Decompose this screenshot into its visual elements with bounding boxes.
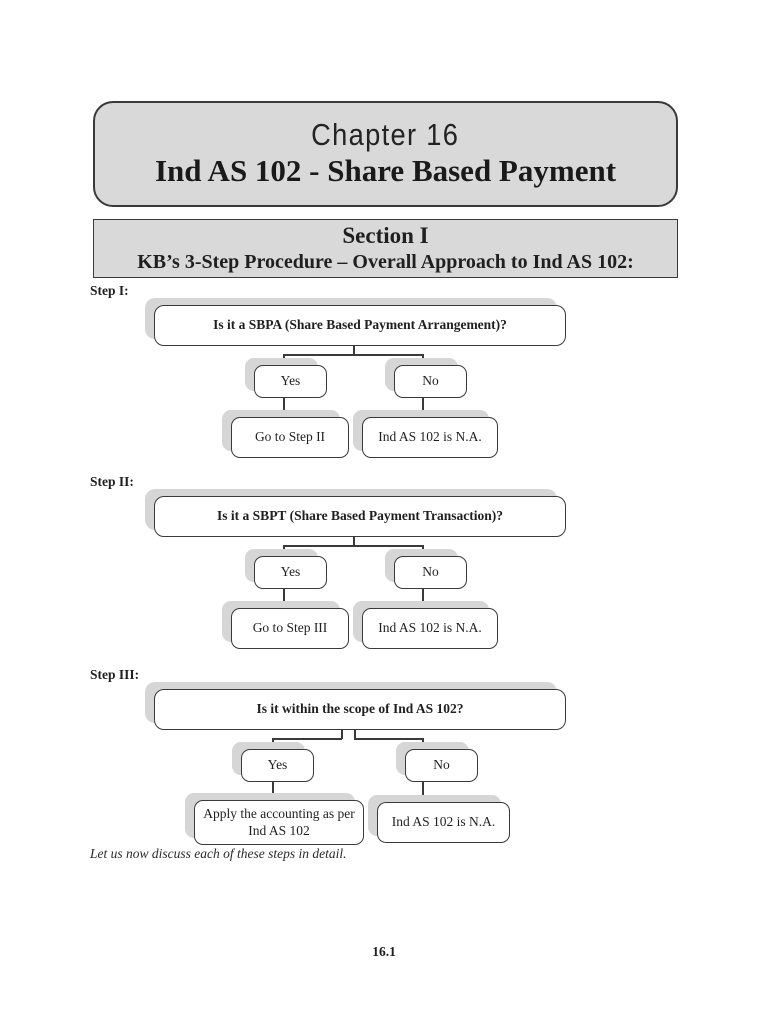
connector-line xyxy=(283,354,285,366)
step-2-label: Step II: xyxy=(90,474,134,489)
step-1-no-result-box: Ind AS 102 is N.A. xyxy=(362,417,498,458)
step-3-yes-box: Yes xyxy=(241,749,314,782)
chapter-number: Chapter 16 xyxy=(311,117,460,153)
connector-line xyxy=(422,738,424,750)
step-2-no-result-box: Ind AS 102 is N.A. xyxy=(362,608,498,649)
connector-line xyxy=(283,398,285,418)
connector-line xyxy=(272,782,274,802)
connector-line xyxy=(422,782,424,802)
chapter-header-box: Chapter 16 Ind AS 102 - Share Based Paym… xyxy=(93,101,678,207)
step-2-question-box: Is it a SBPT (Share Based Payment Transa… xyxy=(154,496,566,537)
connector-line xyxy=(272,738,274,750)
chapter-title: Ind AS 102 - Share Based Payment xyxy=(154,153,617,189)
section-header-box: Section I KB’s 3-Step Procedure – Overal… xyxy=(93,219,678,278)
connector-line xyxy=(353,346,355,355)
step-1-yes-result-box: Go to Step II xyxy=(231,417,349,458)
connector-line xyxy=(283,354,424,356)
connector-line xyxy=(283,545,424,547)
step-3-label: Step III: xyxy=(90,667,140,682)
step-1-label: Step I: xyxy=(90,283,129,298)
step-2-yes-box: Yes xyxy=(254,556,327,589)
closing-note: Let us now discuss each of these steps i… xyxy=(90,846,347,861)
connector-line xyxy=(354,730,356,739)
step-1-no-box: No xyxy=(394,365,467,398)
connector-line xyxy=(353,537,355,546)
step-3-flowchart: Step III: Is it within the scope of Ind … xyxy=(0,666,768,848)
page-number: 16.1 xyxy=(372,944,396,959)
connector-line xyxy=(341,730,343,739)
step-2-yes-result-box: Go to Step III xyxy=(231,608,349,649)
connector-line xyxy=(422,398,424,418)
step-3-no-result-box: Ind AS 102 is N.A. xyxy=(377,802,510,843)
step-1-yes-box: Yes xyxy=(254,365,327,398)
step-3-yes-result-box: Apply the accounting as per Ind AS 102 xyxy=(194,800,364,845)
connector-line xyxy=(283,589,285,609)
step-3-question-box: Is it within the scope of Ind AS 102? xyxy=(154,689,566,730)
connector-line xyxy=(283,545,285,557)
connector-line xyxy=(422,354,424,366)
section-title: Section I xyxy=(342,223,429,248)
step-1-flowchart: Step I: Is it a SBPA (Share Based Paymen… xyxy=(0,282,768,464)
connector-line xyxy=(272,738,342,740)
connector-line xyxy=(422,545,424,557)
section-subtitle: KB’s 3-Step Procedure – Overall Approach… xyxy=(137,250,634,273)
connector-line xyxy=(354,738,424,740)
step-2-flowchart: Step II: Is it a SBPT (Share Based Payme… xyxy=(0,473,768,655)
step-1-question-box: Is it a SBPA (Share Based Payment Arrang… xyxy=(154,305,566,346)
step-2-no-box: No xyxy=(394,556,467,589)
connector-line xyxy=(422,589,424,609)
step-3-no-box: No xyxy=(405,749,478,782)
